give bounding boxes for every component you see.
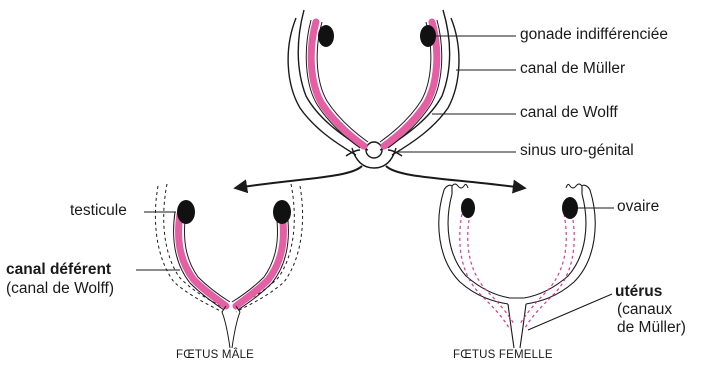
urogenital-sinus: [366, 142, 382, 158]
right-ovary: [562, 197, 578, 219]
label-mullerian-duct: canal de Müller: [520, 60, 625, 78]
right-testis: [273, 200, 291, 224]
left-ovary: [461, 198, 475, 218]
right-vas-deferens: [236, 214, 283, 306]
caption-male-foetus: FŒTUS MÂLE: [176, 349, 254, 361]
label-testis: testicule: [70, 202, 127, 220]
label-vas-deferens: canal déférent: [6, 261, 111, 279]
label-uterus-paren-1: (canaux: [617, 301, 672, 319]
top-leader-lines: [396, 36, 516, 152]
arrow-to-male: [236, 166, 362, 188]
label-ovary: ovaire: [617, 198, 659, 216]
right-gonad: [420, 25, 436, 47]
left-testis: [177, 200, 195, 224]
label-wolffian-duct: canal de Wolff: [520, 104, 618, 122]
label-uterus: utérus: [615, 283, 662, 301]
uterus-body: [508, 298, 526, 348]
label-vas-deferens-paren: (canal de Wolff): [6, 280, 114, 298]
arrow-to-female: [386, 166, 524, 188]
male-foetus: [136, 184, 303, 348]
left-vas-deferens: [179, 214, 226, 306]
label-urogenital-sinus: sinus uro-génital: [520, 142, 634, 160]
left-uterine-tube-inner: [448, 194, 510, 298]
caption-female-foetus: FŒTUS FEMELLE: [453, 349, 553, 361]
female-foetus: [439, 184, 614, 348]
left-gonad: [318, 25, 334, 47]
label-uterus-paren-2: de Müller): [617, 319, 686, 337]
female-wolffian-remnants: [460, 214, 575, 330]
label-gonad: gonade indifférenciée: [520, 26, 668, 44]
